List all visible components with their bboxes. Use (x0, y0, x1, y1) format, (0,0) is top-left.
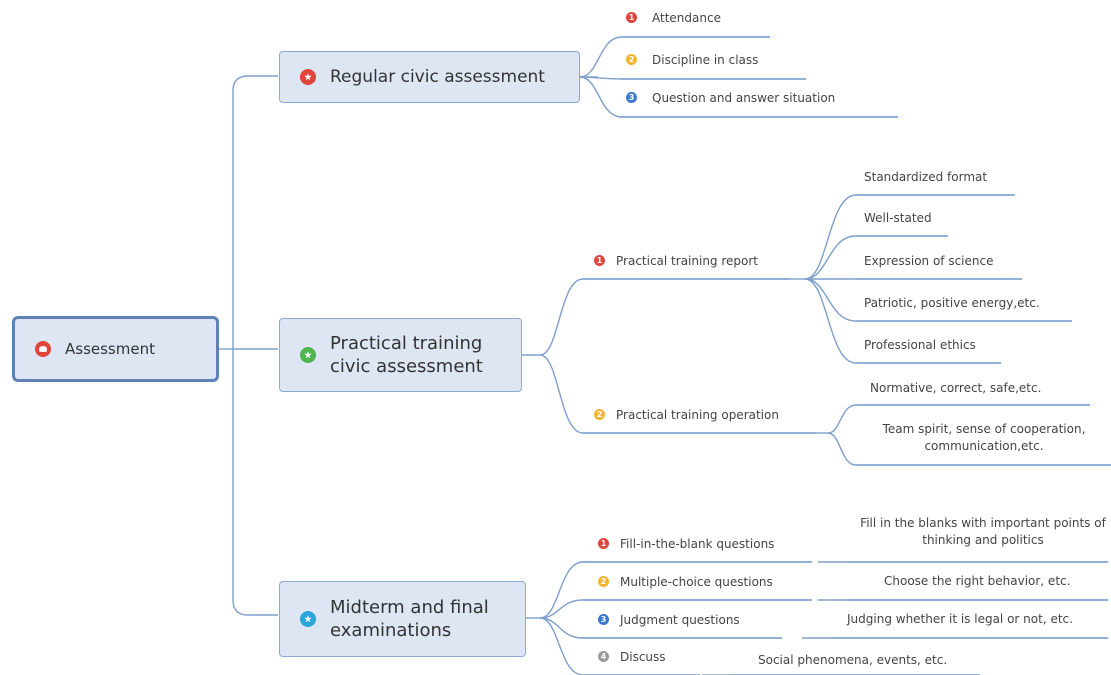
exam-criterion-3[interactable]: Judging whether it is legal or not, etc. (847, 611, 1073, 628)
branch-2-sub-2-text: Practical training operation (616, 408, 779, 422)
star-icon (300, 69, 316, 85)
priority-2-icon: 2 (626, 54, 637, 65)
branch-3-sub-4-text: Discuss (620, 650, 666, 664)
priority-3-icon: 3 (598, 614, 609, 625)
connector-line (539, 278, 584, 356)
connector-line (232, 75, 278, 349)
connector-line (539, 561, 584, 619)
connector-line (804, 278, 857, 364)
branch-1-item-1-text: Attendance (652, 11, 721, 25)
branch-3-node-label: Midterm and final examinations (330, 597, 489, 641)
report-criterion-3-text: Expression of science (864, 254, 994, 268)
exam-criterion-2-text: Choose the right behavior, etc. (884, 574, 1071, 588)
operation-criterion-2[interactable]: Team spirit, sense of cooperation, commu… (858, 421, 1110, 455)
exam-criterion-4[interactable]: Social phenomena, events, etc. (758, 652, 947, 669)
report-criterion-5-text: Professional ethics (864, 338, 976, 352)
report-criterion-2-text: Well-stated (864, 211, 932, 225)
branch-3-sub-3-text: Judgment questions (620, 613, 740, 627)
branch-1-item-3-text: Question and answer situation (652, 91, 836, 105)
branch-3-sub-2[interactable]: 2 Multiple-choice questions (598, 574, 773, 591)
branch-2-sub-1[interactable]: 1 Practical training report (594, 253, 758, 270)
connector-line (579, 76, 623, 118)
operation-criterion-1[interactable]: Normative, correct, safe,etc. (870, 380, 1041, 397)
report-criterion-1-text: Standardized format (864, 170, 988, 184)
branch-3-sub-3[interactable]: 3 Judgment questions (598, 612, 740, 629)
branch-3-sub-2-text: Multiple-choice questions (620, 575, 773, 589)
branch-2-sub-2[interactable]: 2 Practical training operation (594, 407, 779, 424)
connector-line (579, 36, 623, 78)
connector-line (804, 278, 857, 322)
priority-1-icon: 1 (594, 255, 605, 266)
star-icon (300, 347, 316, 363)
branch-1-node[interactable]: Regular civic assessment (279, 51, 580, 103)
connector-line (539, 599, 584, 619)
operation-criterion-2-text: Team spirit, sense of cooperation, commu… (882, 422, 1086, 453)
branch-1-node-label: Regular civic assessment (330, 66, 545, 87)
priority-4-icon: 4 (598, 651, 609, 662)
star-icon (300, 611, 316, 627)
connector-line (539, 617, 584, 675)
report-criterion-3[interactable]: Expression of science (864, 253, 994, 270)
branch-1-item-2-text: Discipline in class (652, 53, 759, 67)
connector-line (804, 235, 857, 280)
branch-1-item-2[interactable]: Discipline in class (652, 52, 758, 69)
priority-1-icon: 1 (626, 12, 637, 23)
connector-line (232, 349, 278, 616)
minus-circle-icon (35, 341, 51, 357)
branch-1-item-3[interactable]: Question and answer situation (652, 90, 835, 107)
report-criterion-2[interactable]: Well-stated (864, 210, 932, 227)
branch-2-sub-1-text: Practical training report (616, 254, 759, 268)
report-criterion-1[interactable]: Standardized format (864, 169, 987, 186)
exam-criterion-2[interactable]: Choose the right behavior, etc. (884, 573, 1070, 590)
exam-criterion-4-text: Social phenomena, events, etc. (758, 653, 948, 667)
priority-1-icon: 1 (598, 538, 609, 549)
branch-2-node[interactable]: Practical training civic assessment (279, 318, 522, 392)
branch-1-item-1[interactable]: Attendance (652, 10, 721, 27)
branch-2-node-label: Practical training civic assessment (330, 333, 483, 377)
exam-criterion-1[interactable]: Fill in the blanks with important points… (858, 515, 1108, 549)
root-node-label: Assessment (65, 339, 155, 358)
connector-line (827, 404, 857, 434)
branch-3-sub-1[interactable]: 1 Fill-in-the-blank questions (598, 536, 774, 553)
branch-3-sub-1-text: Fill-in-the-blank questions (620, 537, 775, 551)
priority-2-icon: 2 (598, 576, 609, 587)
report-criterion-4-text: Patriotic, positive energy,etc. (864, 296, 1040, 310)
connector-line (804, 194, 857, 280)
report-criterion-5[interactable]: Professional ethics (864, 337, 976, 354)
branch-3-sub-4[interactable]: 4 Discuss (598, 649, 666, 666)
operation-criterion-1-text: Normative, correct, safe,etc. (870, 381, 1042, 395)
connector-line (539, 354, 584, 434)
exam-criterion-1-text: Fill in the blanks with important points… (860, 516, 1106, 547)
connector-line (827, 432, 857, 466)
report-criterion-4[interactable]: Patriotic, positive energy,etc. (864, 295, 1040, 312)
branch-3-node[interactable]: Midterm and final examinations (279, 581, 526, 657)
root-node[interactable]: Assessment (12, 316, 219, 382)
priority-3-icon: 3 (626, 92, 637, 103)
priority-2-icon: 2 (594, 409, 605, 420)
exam-criterion-3-text: Judging whether it is legal or not, etc. (847, 612, 1073, 626)
